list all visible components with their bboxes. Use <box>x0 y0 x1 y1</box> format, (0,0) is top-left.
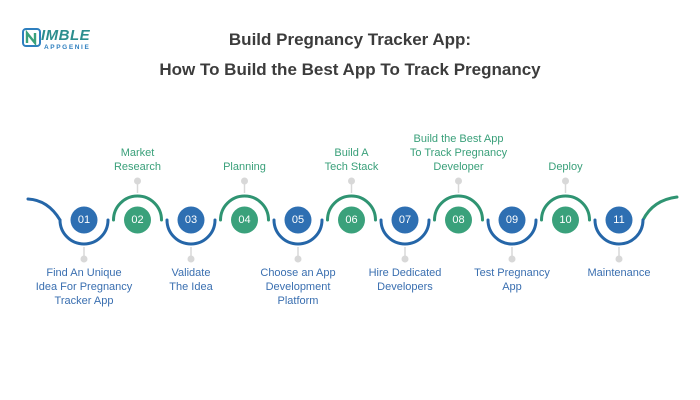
step-label-10: Deploy <box>548 161 583 173</box>
step-label-04: Planning <box>223 161 266 173</box>
step-label-06: Build A Tech Stack <box>324 147 379 173</box>
step-connector-dot-07 <box>401 255 409 263</box>
step-number-04: 04 <box>238 214 250 226</box>
step-number-05: 05 <box>292 214 304 226</box>
step-label-07: Hire Dedicated Developers <box>368 267 442 293</box>
step-label-09: Test Pregnancy App <box>474 267 550 293</box>
step-circle-03 <box>177 206 205 234</box>
step-arc-10 <box>540 194 591 222</box>
page-title: Build Pregnancy Tracker App: <box>228 30 472 49</box>
step-number-10: 10 <box>559 214 571 226</box>
step-connector-dot-03 <box>187 255 195 263</box>
step-arc-09 <box>486 218 538 246</box>
step-connector-dot-05 <box>294 255 302 263</box>
step-arc-01 <box>58 218 110 246</box>
step-arc-06 <box>326 194 377 222</box>
step-circle-07 <box>391 206 419 234</box>
page-subtitle: How To Build the Best App To Track Pregn… <box>159 60 541 79</box>
step-circle-10 <box>552 206 579 234</box>
logo-wordmark: IMBLE <box>41 27 91 44</box>
step-arc-08 <box>433 194 484 222</box>
step-number-11: 11 <box>613 214 624 226</box>
timeline-left-end <box>26 197 62 222</box>
step-circle-02 <box>124 206 151 234</box>
step-number-06: 06 <box>345 214 357 226</box>
timeline-right-end <box>641 195 679 222</box>
nimble-appgenie-logo: IMBLE APPGENIE <box>22 26 104 58</box>
step-arc-07 <box>379 218 431 246</box>
logo-subtitle: APPGENIE <box>44 44 91 51</box>
step-arc-02 <box>112 194 163 222</box>
step-label-01: Find An Unique Idea For Pregnancy Tracke… <box>35 267 133 307</box>
step-circle-05 <box>284 206 312 234</box>
step-number-09: 09 <box>506 214 518 226</box>
step-label-08: Build the Best App To Track Pregnancy De… <box>409 133 508 173</box>
step-connector-dot-08 <box>455 177 462 185</box>
step-connector-dot-01 <box>80 255 88 263</box>
step-number-01: 01 <box>78 214 90 226</box>
step-circle-11 <box>605 206 633 234</box>
step-number-08: 08 <box>452 214 464 226</box>
step-circle-06 <box>338 206 365 234</box>
step-circle-01 <box>70 206 98 234</box>
step-connector-dot-10 <box>562 177 569 185</box>
step-arc-03 <box>165 218 217 246</box>
step-connector-dot-06 <box>348 177 355 185</box>
step-connector-dot-02 <box>134 177 141 185</box>
step-label-02: Market Research <box>113 147 162 173</box>
step-connector-dot-11 <box>615 255 623 263</box>
step-number-03: 03 <box>185 214 197 226</box>
step-connector-dot-09 <box>508 255 516 263</box>
step-arc-11 <box>593 218 645 246</box>
step-arc-04 <box>219 194 270 222</box>
step-number-07: 07 <box>399 214 411 226</box>
step-label-11: Maintenance <box>587 267 651 279</box>
step-connector-dot-04 <box>241 177 248 185</box>
step-arc-05 <box>272 218 324 246</box>
step-circle-09 <box>498 206 526 234</box>
step-circle-04 <box>231 206 258 234</box>
step-label-03: Validate The Idea <box>169 267 213 293</box>
logo-n-icon <box>22 28 41 47</box>
step-circle-08 <box>445 206 472 234</box>
step-label-05: Choose an App Development Platform <box>260 267 336 307</box>
step-number-02: 02 <box>131 214 143 226</box>
